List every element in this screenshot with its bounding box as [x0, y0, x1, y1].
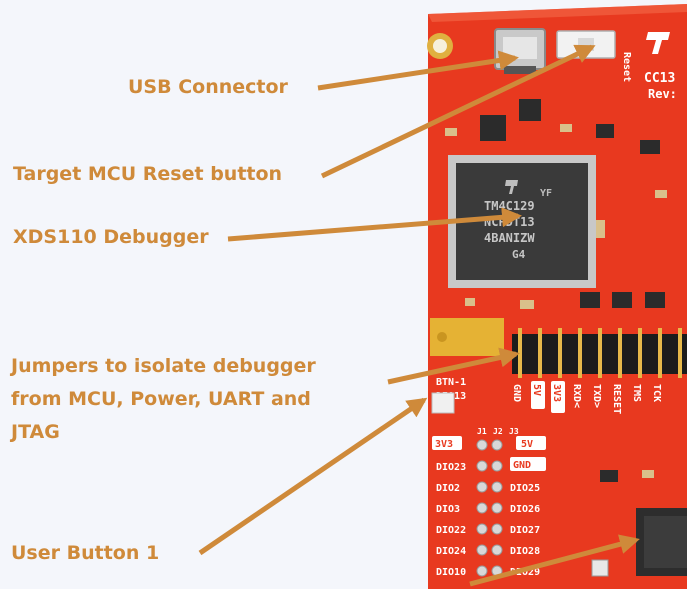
svg-text:J1: J1 [477, 427, 487, 436]
usb-connector-label: USB Connector [128, 76, 288, 98]
board-rev-text: Rev: [648, 87, 677, 101]
tag-gnd: GND [513, 460, 531, 471]
btn-silkscreen: BTN-1 [436, 377, 466, 388]
tag-3v3: 3V3 [435, 439, 453, 450]
user-button-label: User Button 1 [11, 542, 160, 564]
svg-text:YF: YF [540, 188, 552, 199]
header-label: 3V3 [551, 384, 562, 402]
svg-text:TM4C129: TM4C129 [484, 199, 535, 213]
tag-5v: 5V [521, 439, 533, 450]
svg-text:J2: J2 [493, 427, 503, 436]
header-label: TMS [631, 384, 642, 402]
dio-label: DIO23 [436, 462, 466, 473]
dio-label: DIO10 [436, 567, 466, 578]
svg-text:4BANIZW: 4BANIZW [484, 231, 535, 245]
dio-label: DIO25 [510, 483, 540, 494]
dio-label: DIO22 [436, 525, 466, 536]
ti-logo-icon [646, 32, 670, 54]
reset-button-label: Target MCU Reset button [13, 163, 283, 185]
small-ic [480, 115, 506, 141]
bottom-arrow [469, 534, 640, 587]
dio-label: DIO27 [510, 525, 540, 536]
dio-label: DIO3 [436, 504, 460, 515]
header-label: 5V [531, 384, 542, 396]
dio-label: DIO2 [436, 483, 460, 494]
debugger-arrow [227, 207, 522, 242]
usb-connector-arrow [317, 50, 519, 91]
jumpers-label-line2: from MCU, Power, UART and [11, 388, 311, 410]
jumpers-label-line3: JTAG [11, 421, 60, 443]
header-label: TXD> [591, 384, 602, 408]
svg-text:J3: J3 [509, 427, 519, 436]
header-label: RESET [611, 384, 622, 414]
dio-label: DIO26 [510, 504, 540, 515]
dio-label: DIO28 [510, 546, 540, 557]
reset-button-arrow [320, 44, 596, 179]
dio-label: DIO29 [510, 567, 540, 578]
user-button-arrow [198, 397, 428, 556]
jumpers-label-line1: Jumpers to isolate debugger [11, 355, 316, 377]
reset-silkscreen: Reset [621, 52, 632, 82]
header-label: RXD< [571, 384, 582, 408]
dio-label: DIO24 [436, 546, 466, 557]
chip-ti-logo-icon [505, 180, 518, 194]
board-model-text: CC13 [644, 71, 675, 86]
debugger-label: XDS110 Debugger [13, 226, 209, 248]
svg-text:G4: G4 [512, 248, 526, 261]
jumpers-arrow [387, 347, 520, 385]
header-label: GND [511, 384, 522, 402]
user-button-part [431, 392, 455, 414]
header-label: TCK [651, 384, 662, 402]
small-ic [519, 99, 541, 121]
